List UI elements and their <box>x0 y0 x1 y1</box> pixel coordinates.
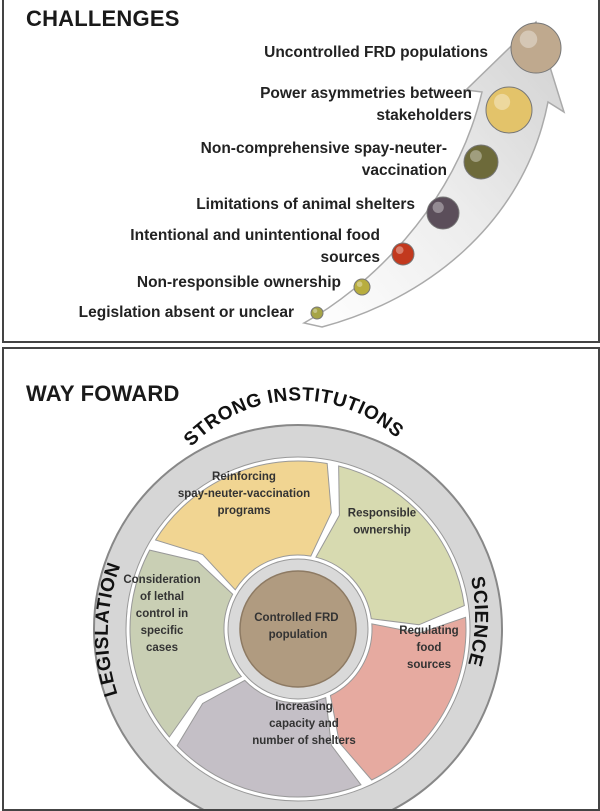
way-forward-heading: WAY FOWARD <box>26 381 180 406</box>
center-circle <box>239 570 357 688</box>
challenges-heading: CHALLENGES <box>26 6 180 31</box>
ring-segment <box>329 616 467 781</box>
challenge-dot <box>463 144 499 180</box>
challenge-dot <box>391 242 415 266</box>
challenge-label: Non-responsible ownership <box>137 274 341 291</box>
ring-segment <box>176 679 362 798</box>
challenge-dot-highlight <box>432 201 444 213</box>
ring-segment <box>129 549 243 738</box>
challenge-dot-highlight <box>313 308 318 313</box>
challenge-dot <box>353 278 371 296</box>
ring-segment <box>154 460 332 591</box>
challenge-label: Non-comprehensive spay-neuter-vaccinatio… <box>201 140 447 179</box>
challenge-dot <box>510 22 562 74</box>
challenge-dot-highlight <box>395 246 404 254</box>
challenge-label: Limitations of animal shelters <box>196 196 415 213</box>
challenge-dot-highlight <box>469 150 482 162</box>
ring-segment <box>315 465 465 626</box>
challenge-dot <box>485 86 533 134</box>
challenge-label: Uncontrolled FRD populations <box>264 44 488 61</box>
challenge-label: Legislation absent or unclear <box>79 304 294 321</box>
center-label: Controlled FRD population <box>254 612 342 641</box>
challenge-dot-highlight <box>519 30 538 48</box>
challenge-dot <box>310 306 324 320</box>
challenge-dot-highlight <box>356 281 363 288</box>
challenge-dot-highlight <box>494 93 511 110</box>
challenge-dot <box>426 196 460 230</box>
